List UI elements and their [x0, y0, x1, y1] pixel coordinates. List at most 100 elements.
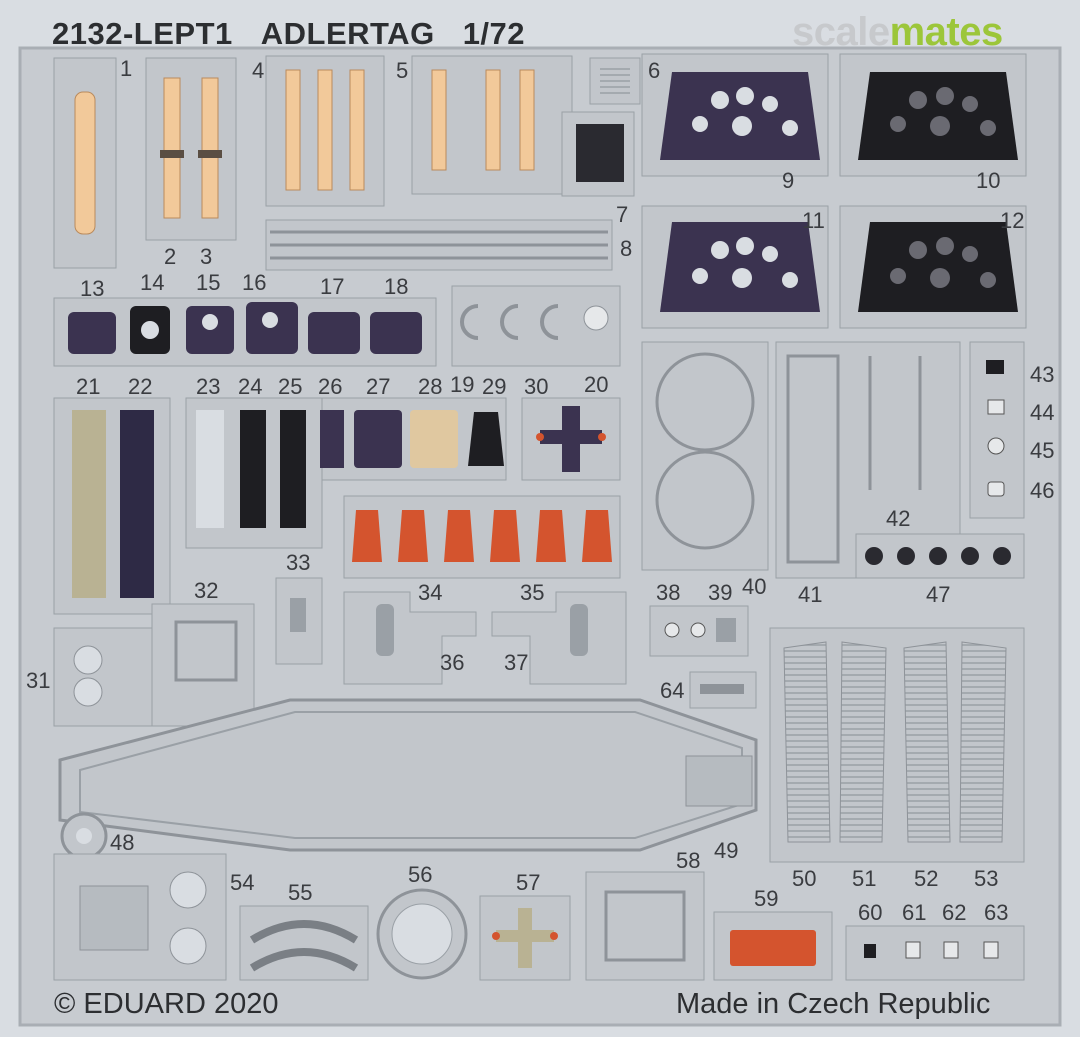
part-label-24: 24	[238, 374, 263, 399]
part-label-60: 60	[858, 900, 883, 925]
part-30-control	[521, 397, 621, 481]
part-label-52: 52	[914, 866, 939, 891]
part-1-seatbelt	[53, 57, 117, 269]
part-label-23: 23	[196, 374, 221, 399]
part-label-46: 46	[1030, 478, 1055, 503]
part-label-22: 22	[128, 374, 153, 399]
part-label-11: 11	[802, 208, 825, 233]
parts-35-37-pedals	[491, 591, 627, 685]
part-label-54: 54	[230, 870, 255, 895]
part-label-42: 42	[886, 506, 911, 531]
part-label-33: 33	[286, 550, 311, 575]
part-64-strip	[689, 671, 757, 709]
part-label-32: 32	[194, 578, 219, 603]
part-label-39: 39	[708, 580, 733, 605]
part-label-7: 7	[616, 202, 629, 227]
product-scale: 1/72	[462, 16, 526, 51]
part-11-instrument-panel	[641, 205, 829, 329]
part-label-9: 9	[782, 168, 795, 193]
part-label-3: 3	[200, 244, 213, 269]
parts-19-20-brackets	[451, 285, 621, 367]
part-4-belts	[265, 55, 385, 207]
part-label-29: 29	[482, 374, 507, 399]
part-6-grille	[589, 57, 641, 105]
part-label-50: 50	[792, 866, 817, 891]
scalemates-watermark: scalemates	[792, 10, 1003, 55]
part-label-30: 30	[524, 374, 549, 399]
part-label-8: 8	[620, 236, 633, 261]
part-label-38: 38	[656, 580, 681, 605]
part-label-59: 59	[754, 886, 779, 911]
part-label-13: 13	[80, 276, 105, 301]
part-label-40: 40	[742, 574, 767, 599]
part-label-1: 1	[120, 56, 133, 81]
watermark-part2: mates	[889, 10, 1004, 54]
part-label-10: 10	[976, 168, 1001, 193]
part-label-31: 31	[26, 668, 51, 693]
fret-title: 2132-LEPT1 ADLERTAG 1/72	[52, 16, 553, 52]
part-label-16: 16	[242, 270, 267, 295]
part-label-14: 14	[140, 270, 165, 295]
parts-43-46-small	[969, 341, 1025, 519]
part-label-4: 4	[252, 58, 265, 83]
part-55-arcs	[239, 905, 369, 981]
part-label-55: 55	[288, 880, 313, 905]
product-name: ADLERTAG	[260, 16, 435, 51]
part-58-frame	[585, 871, 705, 981]
part-label-41: 41	[798, 582, 823, 607]
part-label-17: 17	[320, 274, 345, 299]
part-label-58: 58	[676, 848, 701, 873]
part-label-56: 56	[408, 862, 433, 887]
origin-text: Made in Czech Republic	[676, 988, 991, 1020]
part-9-instrument-panel	[641, 53, 829, 177]
part-label-53: 53	[974, 866, 999, 891]
part-label-49: 49	[714, 838, 739, 863]
part-54-frame	[53, 853, 227, 981]
part-label-27: 27	[366, 374, 391, 399]
parts-21-22-sidewalls	[53, 397, 171, 615]
part-10-instrument-panel	[839, 53, 1027, 177]
part-8-rails	[265, 219, 613, 271]
copyright-text: © EDUARD 2020	[54, 988, 279, 1020]
watermark-part1: scale	[792, 10, 890, 54]
parts-23-29-panels	[185, 397, 507, 549]
part-label-61: 61	[902, 900, 927, 925]
part-label-12: 12	[1000, 208, 1025, 233]
part-7-panel	[561, 111, 635, 197]
part-40-plate	[641, 341, 769, 571]
parts-38-39-small	[649, 605, 749, 657]
part-label-15: 15	[196, 270, 221, 295]
product-code: 2132-LEPT1	[52, 16, 233, 51]
part-56-gauge	[376, 888, 468, 980]
part-59-orange-block	[713, 911, 833, 981]
part-label-63: 63	[984, 900, 1009, 925]
part-5-belts	[411, 55, 573, 195]
part-label-57: 57	[516, 870, 541, 895]
parts-13-18-row	[53, 297, 437, 367]
part-33-bracket	[275, 577, 323, 665]
part-label-34: 34	[418, 580, 443, 605]
part-label-43: 43	[1030, 362, 1055, 387]
part-label-37: 37	[504, 650, 529, 675]
part-label-62: 62	[942, 900, 967, 925]
parts-34-36-pedals	[343, 591, 477, 685]
part-label-5: 5	[396, 58, 409, 83]
parts-50-53-armor	[769, 627, 1025, 863]
part-label-36: 36	[440, 650, 465, 675]
part-2-3-seatbelts	[145, 57, 237, 241]
part-label-64: 64	[660, 678, 685, 703]
part-47-knobs	[855, 533, 1025, 579]
part-label-51: 51	[852, 866, 877, 891]
parts-60-63-small	[845, 925, 1025, 981]
part-label-19: 19	[450, 372, 475, 397]
part-label-47: 47	[926, 582, 951, 607]
part-label-18: 18	[384, 274, 409, 299]
part-label-20: 20	[584, 372, 609, 397]
header-band	[0, 0, 1080, 46]
part-label-28: 28	[418, 374, 443, 399]
part-label-48: 48	[110, 830, 135, 855]
part-label-25: 25	[278, 374, 303, 399]
part-label-21: 21	[76, 374, 101, 399]
part-label-2: 2	[164, 244, 177, 269]
